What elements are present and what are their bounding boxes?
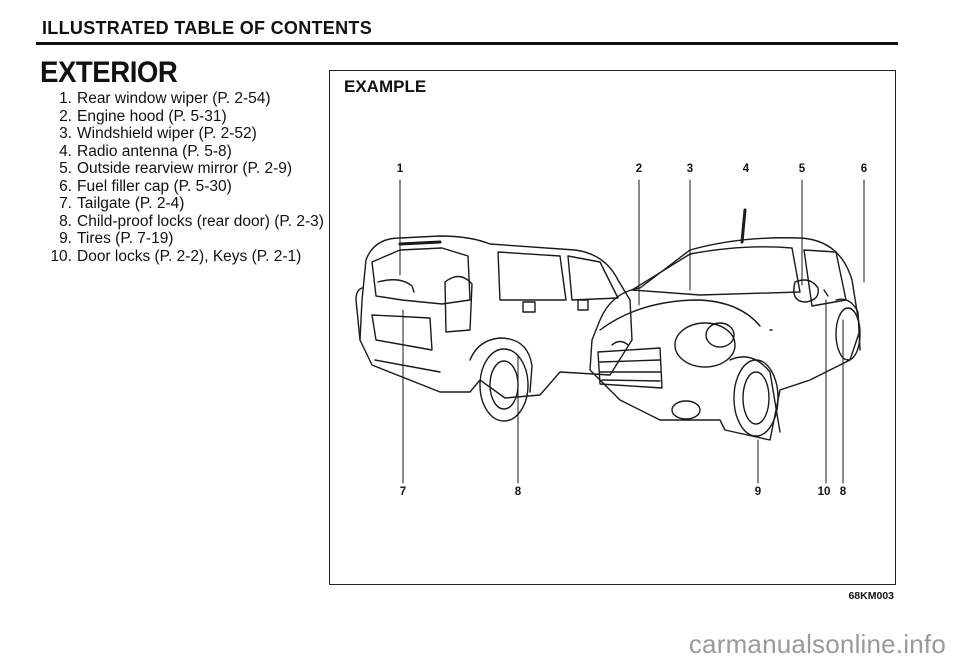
illustration-frame: EXAMPLE bbox=[329, 70, 896, 585]
toc-item-number: 7. bbox=[59, 195, 72, 212]
toc-item-text: Child-proof locks (rear door) (P. 2-3) bbox=[77, 212, 324, 230]
callout-number: 8 bbox=[514, 486, 522, 498]
callout-number: 1 bbox=[396, 163, 404, 175]
toc-item-text: Engine hood (P. 5-31) bbox=[77, 107, 227, 125]
figure-code: 68KM003 bbox=[848, 590, 894, 602]
toc-item-number: 8. bbox=[59, 212, 72, 230]
toc-item: 9. Tires (P. 7-19) bbox=[40, 230, 330, 248]
front-car-drawing bbox=[589, 208, 861, 441]
callout-number: 4 bbox=[742, 163, 750, 175]
figure-label: EXAMPLE bbox=[344, 77, 427, 96]
toc-item: 8. Child-proof locks (rear door) (P. 2-3) bbox=[40, 213, 330, 231]
toc-item-number: 10. bbox=[50, 247, 72, 265]
header-rule bbox=[36, 42, 898, 45]
toc-item-number: 4. bbox=[59, 142, 72, 160]
toc-item-text: Fuel filler cap (P. 5-30) bbox=[77, 177, 232, 195]
callout-number: 3 bbox=[686, 163, 694, 175]
callout-number: 8 bbox=[839, 486, 847, 498]
callout-number: 6 bbox=[860, 163, 868, 175]
toc-item-text: Windshield wiper (P. 2-52) bbox=[77, 125, 257, 142]
toc-item-text: Tires (P. 7-19) bbox=[77, 230, 174, 247]
callout-number: 7 bbox=[399, 486, 407, 498]
toc-item: 1. Rear window wiper (P. 2-54) bbox=[40, 90, 330, 108]
toc-item-number: 1. bbox=[59, 90, 72, 107]
toc-item: 7. Tailgate (P. 2-4) bbox=[40, 195, 330, 213]
toc-item: 5. Outside rearview mirror (P. 2-9) bbox=[40, 160, 330, 178]
toc-item-text: Radio antenna (P. 5-8) bbox=[77, 142, 232, 160]
toc-item-text: Door locks (P. 2-2), Keys (P. 2-1) bbox=[77, 247, 302, 265]
toc-item-number: 9. bbox=[59, 230, 72, 247]
rear-car-drawing bbox=[355, 235, 633, 422]
toc-item-text: Rear window wiper (P. 2-54) bbox=[77, 90, 271, 107]
toc-item-number: 6. bbox=[59, 177, 72, 195]
toc-item-number: 5. bbox=[59, 160, 72, 177]
toc-item: 6. Fuel filler cap (P. 5-30) bbox=[40, 178, 330, 196]
callout-number: 9 bbox=[754, 486, 762, 498]
callout-number: 2 bbox=[635, 163, 643, 175]
watermark-text: carmanualsonline.info bbox=[688, 629, 946, 659]
callout-number: 10 bbox=[817, 486, 831, 498]
toc-item: 2. Engine hood (P. 5-31) bbox=[40, 108, 330, 126]
section-title: EXTERIOR bbox=[40, 56, 178, 89]
toc-item: 3. Windshield wiper (P. 2-52) bbox=[40, 125, 330, 143]
toc-item-text: Tailgate (P. 2-4) bbox=[77, 195, 185, 212]
toc-item: 10. Door locks (P. 2-2), Keys (P. 2-1) bbox=[40, 248, 330, 266]
toc-item-number: 2. bbox=[59, 107, 72, 125]
toc-item-text: Outside rearview mirror (P. 2-9) bbox=[77, 160, 293, 177]
callout-leader-lines bbox=[399, 179, 865, 484]
toc-item: 4. Radio antenna (P. 5-8) bbox=[40, 143, 330, 161]
callout-number: 5 bbox=[798, 163, 806, 175]
page-header-title: ILLUSTRATED TABLE OF CONTENTS bbox=[42, 18, 373, 38]
toc-item-number: 3. bbox=[59, 125, 72, 142]
toc-list: 1. Rear window wiper (P. 2-54) 2. Engine h… bbox=[40, 90, 330, 265]
